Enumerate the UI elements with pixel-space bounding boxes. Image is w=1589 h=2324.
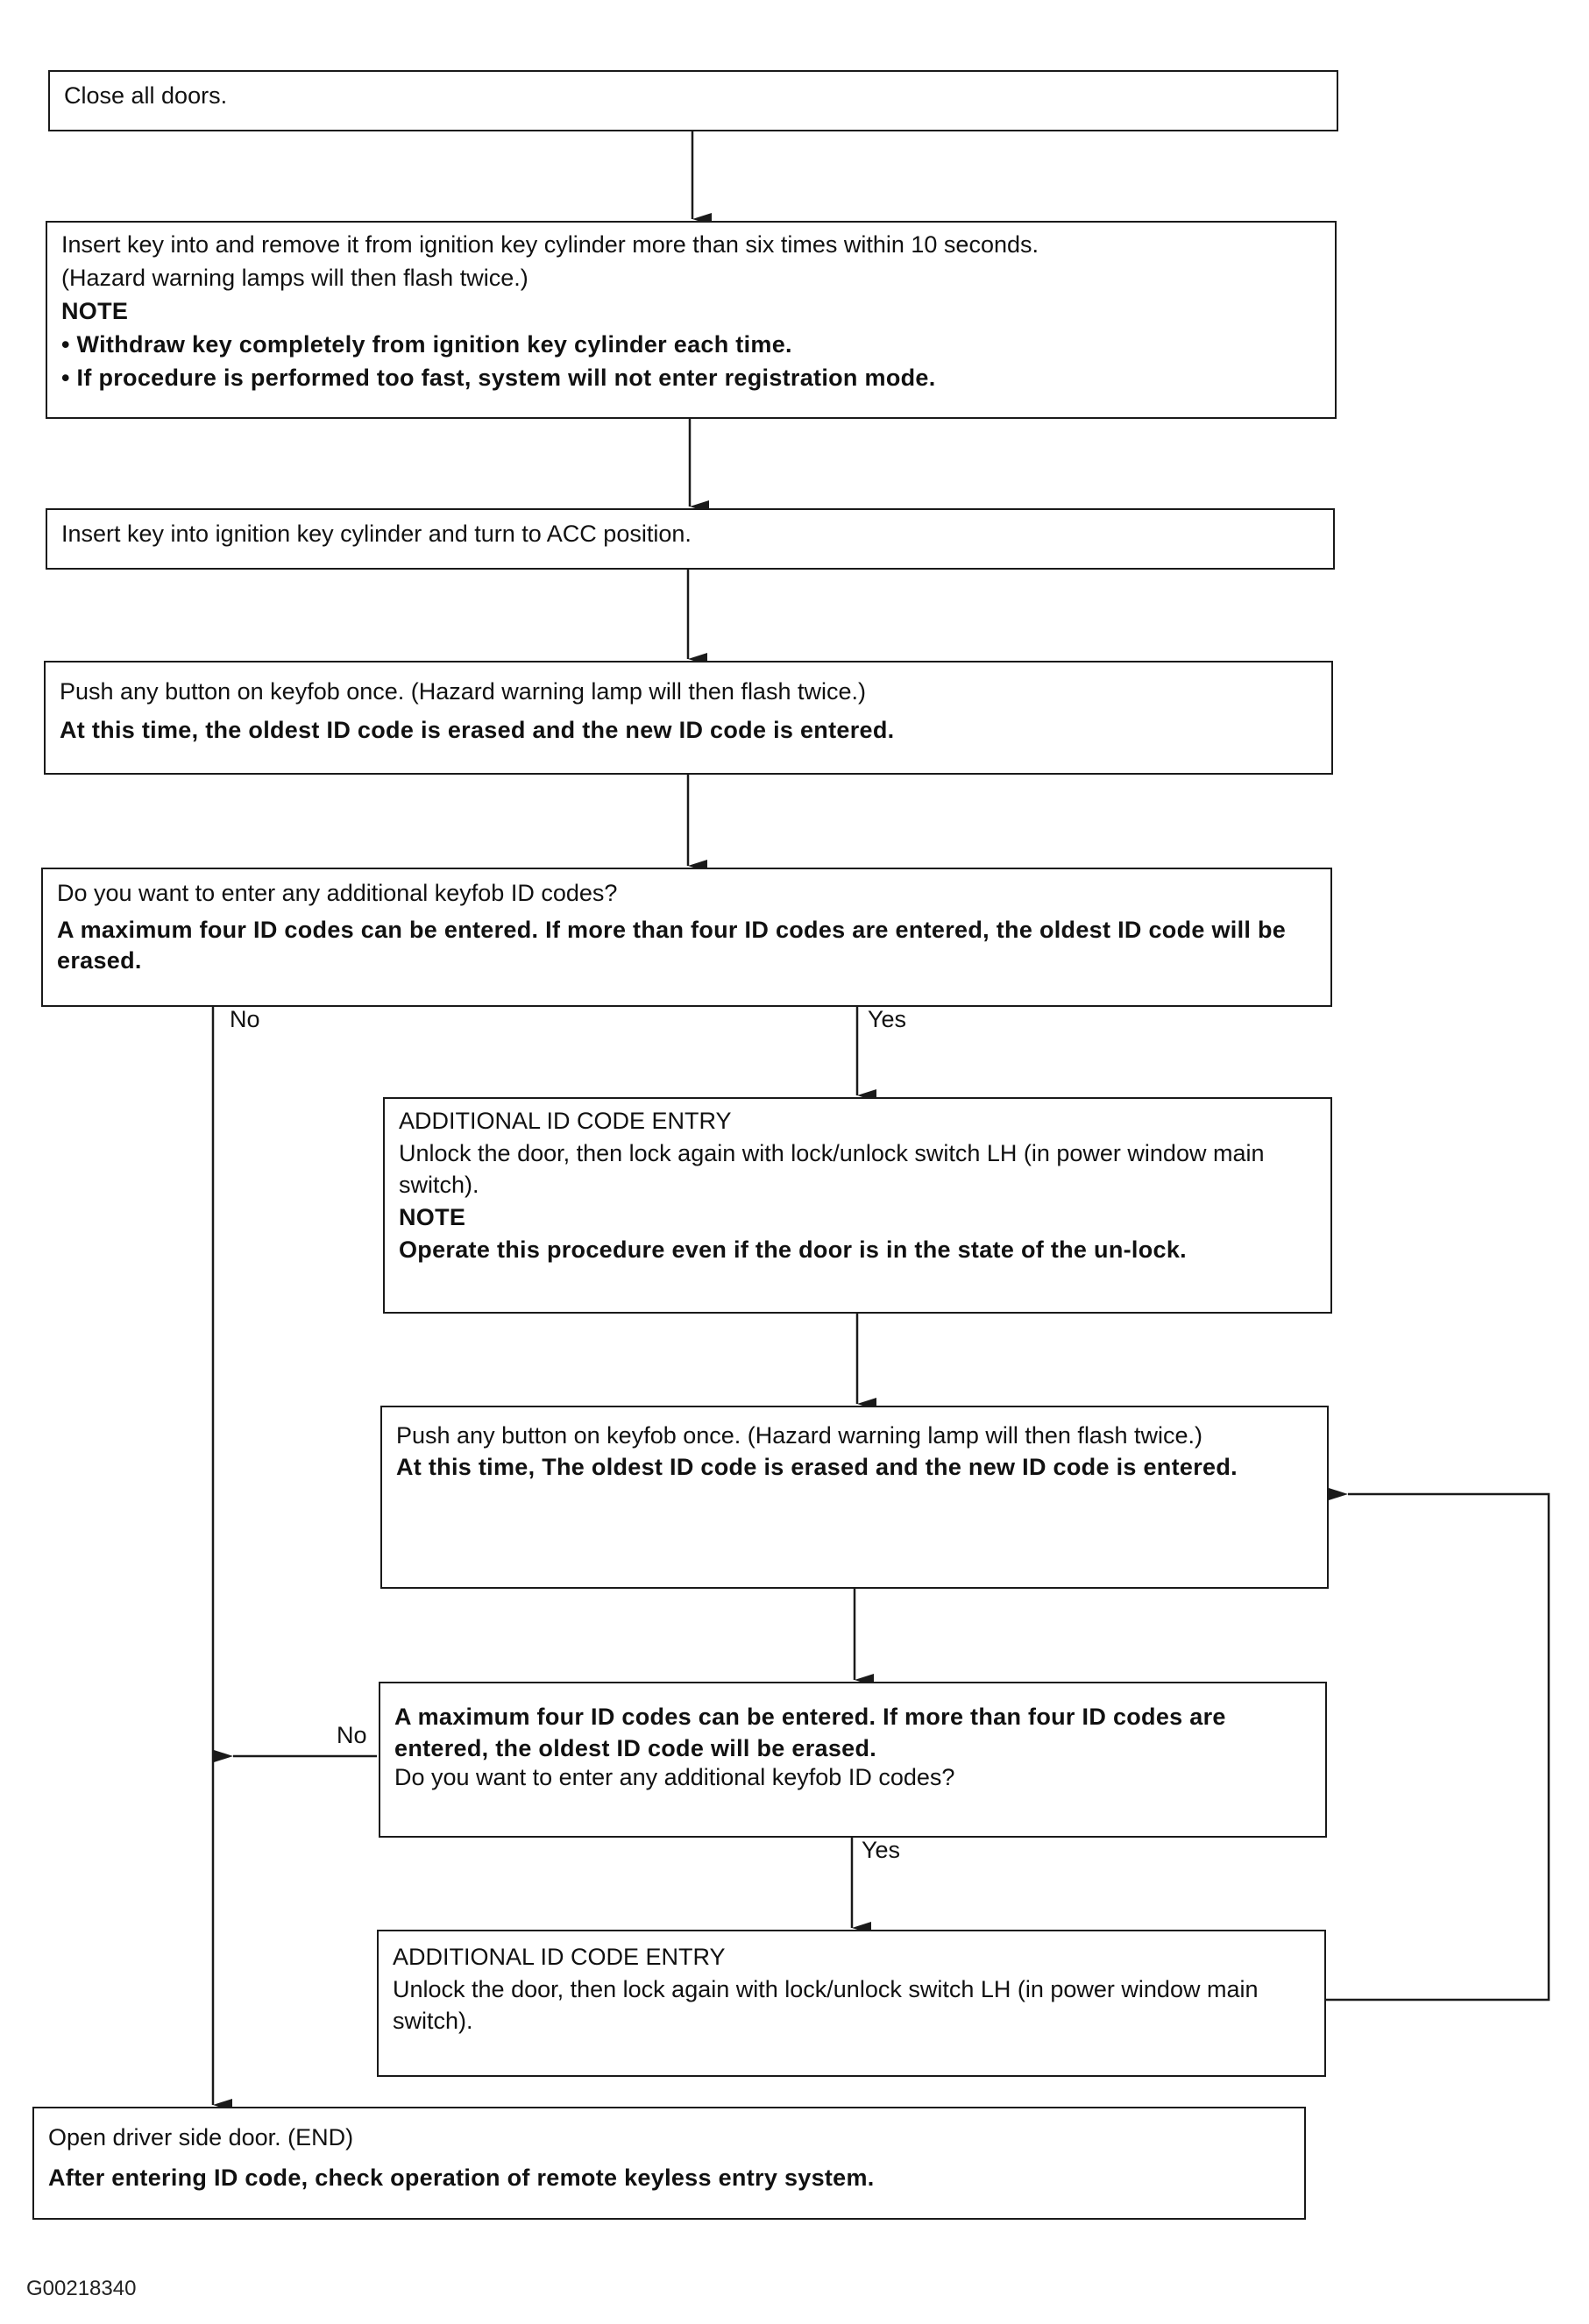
step-push-keyfob: Push any button on keyfob once. (Hazard … — [44, 661, 1333, 775]
step-close-doors: Close all doors. — [48, 70, 1338, 131]
branch-label-no: No — [337, 1722, 367, 1748]
step-bold-text: Operate this procedure even if the door … — [399, 1236, 1187, 1263]
step-bold-text: At this time, the oldest ID code is eras… — [60, 717, 895, 743]
note-bullet: • Withdraw key completely from ignition … — [61, 331, 792, 358]
step-insert-remove-key: Insert key into and remove it from ignit… — [46, 221, 1337, 419]
step-bold-text: At this time, The oldest ID code is eras… — [396, 1454, 1238, 1480]
step-push-keyfob-loop: Push any button on keyfob once. (Hazard … — [380, 1406, 1329, 1589]
step-additional-id-entry-2: ADDITIONAL ID CODE ENTRY Unlock the door… — [377, 1930, 1326, 2077]
figure-id: G00218340 — [26, 2277, 137, 2300]
step-text: Open driver side door. (END) — [48, 2124, 354, 2150]
note-heading: NOTE — [61, 298, 129, 324]
step-bold-text: A maximum four ID codes can be entered. … — [57, 917, 1287, 974]
step-open-driver-door: Open driver side door. (END) After enter… — [32, 2107, 1306, 2220]
step-text: Unlock the door, then lock again with lo… — [393, 1976, 1259, 2034]
step-additional-codes-question: Do you want to enter any additional keyf… — [41, 868, 1332, 1007]
branch-label-no: No — [230, 1006, 260, 1032]
step-text: (Hazard warning lamps will then flash tw… — [61, 265, 528, 291]
step-additional-id-entry-1: ADDITIONAL ID CODE ENTRY Unlock the door… — [383, 1097, 1332, 1314]
step-turn-to-acc: Insert key into ignition key cylinder an… — [46, 508, 1335, 570]
note-bullet: • If procedure is performed too fast, sy… — [61, 365, 936, 391]
step-text: Insert key into and remove it from ignit… — [61, 231, 1039, 258]
step-text: Push any button on keyfob once. (Hazard … — [60, 678, 866, 705]
branch-label-yes: Yes — [862, 1837, 901, 1863]
step-bold-text: A maximum four ID codes can be entered. … — [394, 1704, 1226, 1761]
step-max-codes-question: A maximum four ID codes can be entered. … — [379, 1682, 1327, 1838]
note-heading: NOTE — [399, 1204, 466, 1230]
step-bold-text: After entering ID code, check operation … — [48, 2165, 875, 2191]
step-text: Push any button on keyfob once. (Hazard … — [396, 1422, 1202, 1449]
arrow-s9-loop-s7 — [1324, 1488, 1550, 2002]
step-text: Close all doors. — [64, 82, 228, 109]
branch-label-yes: Yes — [868, 1006, 907, 1032]
step-title: ADDITIONAL ID CODE ENTRY — [393, 1944, 726, 1970]
step-text: Insert key into ignition key cylinder an… — [61, 521, 692, 547]
step-title: ADDITIONAL ID CODE ENTRY — [399, 1108, 732, 1134]
step-text: Unlock the door, then lock again with lo… — [399, 1140, 1265, 1198]
step-text: Do you want to enter any additional keyf… — [394, 1764, 955, 1790]
step-text: Do you want to enter any additional keyf… — [57, 880, 618, 906]
